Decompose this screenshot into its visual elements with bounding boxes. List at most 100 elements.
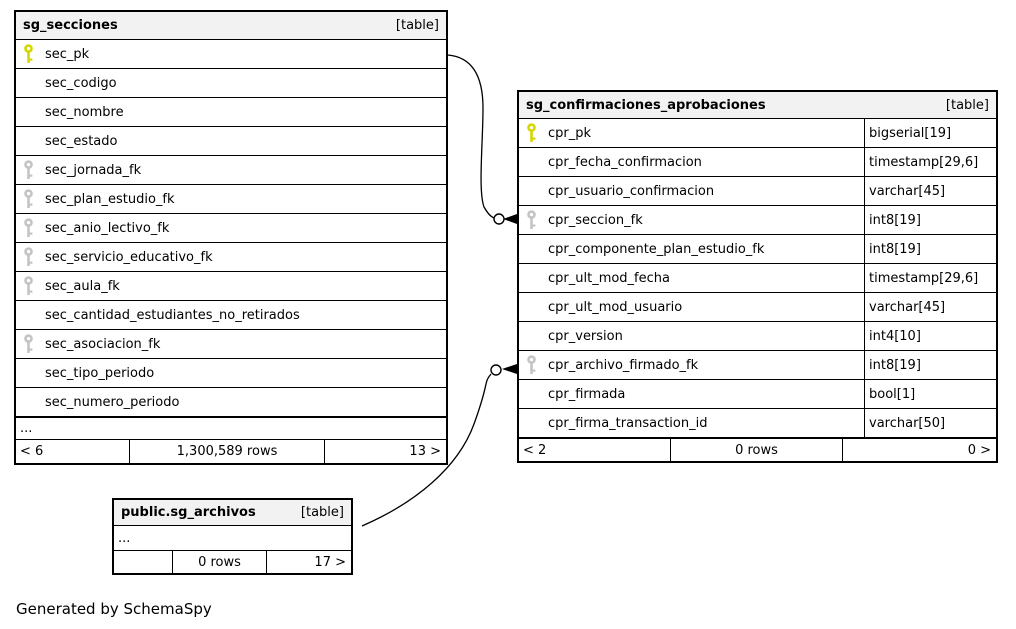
column-type: timestamp[29,6] (864, 264, 996, 292)
table-title[interactable]: sg_confirmaciones_aprobaciones (526, 97, 766, 113)
column-name: cpr_pk (548, 125, 592, 141)
column-name: sec_asociacion_fk (45, 336, 161, 352)
footer-row-count: 1,300,589 rows (176, 444, 278, 459)
column-type: int8[19] (864, 351, 996, 379)
table-type-badge: [table] (395, 18, 439, 33)
footer-row-count: 0 rows (198, 554, 241, 570)
footer-parents-count: < 6 (16, 440, 130, 463)
column-name: cpr_ult_mod_usuario (548, 299, 683, 315)
column-name: sec_codigo (45, 75, 117, 91)
foreign-key-icon (23, 160, 34, 180)
column-row: sec_jornada_fk (16, 156, 446, 185)
footer-children-count: 13 > (324, 440, 446, 463)
column-name: sec_jornada_fk (45, 162, 142, 178)
column-row: cpr_version int4[10] (519, 322, 996, 351)
column-row: sec_pk (16, 40, 446, 69)
column-row: cpr_archivo_firmado_fk int8[19] (519, 351, 996, 380)
column-type: int8[19] (864, 235, 996, 263)
footer-row-count: 0 rows (735, 442, 778, 458)
table-title[interactable]: public.sg_archivos (121, 505, 256, 520)
column-name: sec_anio_lectivo_fk (45, 220, 170, 236)
foreign-key-icon (23, 218, 34, 238)
column-name: sec_estado (45, 133, 118, 149)
column-row: sec_estado (16, 127, 446, 156)
table-type-badge: [table] (945, 97, 989, 113)
generator-note: Generated by SchemaSpy (16, 600, 212, 618)
column-name: sec_cantidad_estudiantes_no_retirados (45, 307, 300, 323)
table-header[interactable]: sg_confirmaciones_aprobaciones [table] (519, 92, 996, 119)
column-row: cpr_firmada bool[1] (519, 380, 996, 409)
foreign-key-icon (23, 189, 34, 209)
truncated-columns-indicator: ... (16, 417, 446, 440)
table-sg-confirmaciones-aprobaciones: sg_confirmaciones_aprobaciones [table] c… (517, 90, 998, 463)
footer-parents-count (114, 551, 173, 573)
column-row: sec_cantidad_estudiantes_no_retirados (16, 301, 446, 330)
column-name: cpr_firma_transaction_id (548, 415, 708, 431)
column-row: cpr_pk bigserial[19] (519, 119, 996, 148)
column-type: bigserial[19] (864, 119, 996, 147)
footer-children-count: 0 > (842, 439, 996, 461)
column-row: sec_tipo_periodo (16, 359, 446, 388)
column-row: sec_nombre (16, 98, 446, 127)
foreign-key-icon (526, 210, 537, 230)
arrowhead-icon (502, 364, 517, 374)
footer-children-count: 17 > (266, 551, 351, 573)
column-row: cpr_firma_transaction_id varchar[50] (519, 409, 996, 438)
column-name: sec_servicio_educativo_fk (45, 249, 213, 265)
foreign-key-icon (526, 355, 537, 375)
column-type: timestamp[29,6] (864, 148, 996, 176)
column-type: int8[19] (864, 206, 996, 234)
column-type: varchar[45] (864, 293, 996, 321)
table-type-badge: [table] (300, 505, 344, 520)
zero-or-many-icon (490, 364, 502, 376)
column-type: int4[10] (864, 322, 996, 350)
column-row: sec_servicio_educativo_fk (16, 243, 446, 272)
column-row: sec_codigo (16, 69, 446, 98)
foreign-key-icon (23, 247, 34, 267)
primary-key-icon (526, 123, 537, 143)
column-row: cpr_usuario_confirmacion varchar[45] (519, 177, 996, 206)
column-name: cpr_seccion_fk (548, 212, 643, 228)
table-public-sg-archivos: public.sg_archivos [table] ... 0 rows 17… (112, 498, 353, 575)
primary-key-icon (23, 44, 34, 64)
column-row: cpr_seccion_fk int8[19] (519, 206, 996, 235)
column-row: cpr_ult_mod_usuario varchar[45] (519, 293, 996, 322)
column-row: cpr_fecha_confirmacion timestamp[29,6] (519, 148, 996, 177)
relationship-line-secpk-cprseccionfk (447, 54, 495, 219)
column-type: varchar[45] (864, 177, 996, 205)
foreign-key-icon (23, 334, 34, 354)
foreign-key-icon (23, 276, 34, 296)
column-row: sec_anio_lectivo_fk (16, 214, 446, 243)
column-name: sec_plan_estudio_fk (45, 191, 175, 207)
column-name: sec_pk (45, 46, 90, 62)
column-name: sec_aula_fk (45, 278, 120, 294)
column-name: cpr_version (548, 328, 623, 344)
column-name: sec_numero_periodo (45, 394, 180, 410)
footer-parents-count: < 2 (519, 439, 671, 461)
column-row: sec_numero_periodo (16, 388, 446, 417)
column-type: varchar[50] (864, 409, 996, 437)
truncated-columns-indicator: ... (114, 526, 351, 551)
column-name: sec_tipo_periodo (45, 365, 155, 381)
column-name: cpr_firmada (548, 386, 626, 402)
table-header[interactable]: sg_secciones [table] (16, 12, 446, 40)
column-name: cpr_archivo_firmado_fk (548, 357, 699, 373)
column-row: cpr_componente_plan_estudio_fk int8[19] (519, 235, 996, 264)
table-footer: 0 rows 17 > (114, 551, 351, 573)
column-name: cpr_fecha_confirmacion (548, 154, 702, 170)
column-name: sec_nombre (45, 104, 124, 120)
table-header[interactable]: public.sg_archivos [table] (114, 500, 351, 526)
table-footer: < 2 0 rows 0 > (519, 438, 996, 461)
zero-or-many-icon (493, 213, 505, 225)
column-name: cpr_ult_mod_fecha (548, 270, 670, 286)
column-name: cpr_componente_plan_estudio_fk (548, 241, 765, 257)
arrowhead-icon (503, 214, 517, 224)
column-row: cpr_ult_mod_fecha timestamp[29,6] (519, 264, 996, 293)
column-row: sec_asociacion_fk (16, 330, 446, 359)
column-row: sec_plan_estudio_fk (16, 185, 446, 214)
column-type: bool[1] (864, 380, 996, 408)
table-title[interactable]: sg_secciones (23, 18, 118, 33)
table-footer: < 6 1,300,589 rows 13 > (16, 440, 446, 463)
column-name: cpr_usuario_confirmacion (548, 183, 715, 199)
